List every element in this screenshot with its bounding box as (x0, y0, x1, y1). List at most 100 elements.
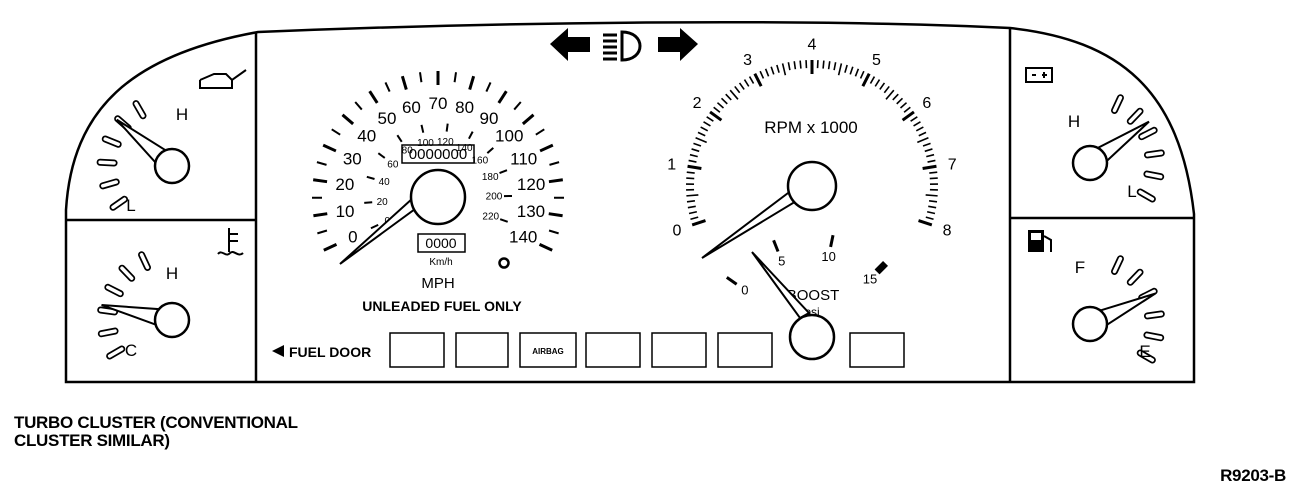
mph-minor-tick (513, 101, 522, 111)
rpm-minor-tick (844, 64, 848, 73)
rpm-minor-tick (748, 76, 755, 84)
battery-icon (1025, 67, 1053, 83)
rpm-tick-label: 8 (943, 222, 952, 239)
coolant-temperature-gauge (97, 251, 191, 360)
mph-minor-tick (453, 72, 457, 83)
fuel-gauge-hub (1071, 305, 1109, 343)
rpm-minor-tick (720, 97, 728, 105)
mph-tick-label: 30 (343, 149, 362, 168)
kmh-tick (445, 123, 449, 132)
volt-gauge-tick-inner (1128, 109, 1142, 124)
rpm-tick-label: 5 (872, 52, 881, 69)
tachometer-unit-label: RPM x 1000 (764, 118, 858, 137)
rpm-minor-tick (879, 82, 886, 90)
temp-gauge-low-label: C (125, 341, 137, 360)
temp-gauge-tick-inner (99, 329, 117, 336)
rpm-minor-tick (849, 66, 854, 75)
voltmeter-gauge (1071, 94, 1165, 203)
kmh-tick-label: 20 (377, 197, 389, 208)
kmh-tick (499, 218, 509, 223)
mph-tick-label: 110 (510, 149, 537, 168)
kmh-unit-label: Km/h (429, 257, 452, 268)
rpm-major-tick (709, 110, 723, 122)
rpm-minor-tick (738, 82, 745, 90)
mph-major-tick (548, 178, 564, 184)
caption-line-1: TURBO CLUSTER (CONVENTIONAL (14, 413, 298, 432)
rpm-minor-tick (885, 89, 895, 100)
rpm-minor-tick (926, 153, 935, 158)
tachometer-ticks (686, 60, 938, 227)
volt-gauge-hub (1071, 144, 1109, 182)
mph-major-tick (323, 242, 338, 252)
kmh-tick (364, 201, 373, 204)
kmh-tick-label: 60 (387, 159, 399, 170)
oil-gauge-high-label: H (176, 105, 188, 124)
mph-tick-label: 20 (335, 175, 354, 194)
rpm-minor-tick (899, 102, 908, 109)
kmh-tick-label: 100 (417, 138, 434, 149)
boost-tick-label: 5 (778, 253, 785, 268)
kmh-tick-label: 120 (437, 137, 454, 148)
rpm-minor-tick (770, 66, 775, 75)
rpm-minor-tick (896, 97, 904, 105)
rpm-minor-tick (833, 62, 837, 71)
fuel-gauge-empty-label: E (1139, 342, 1150, 361)
mph-tick-label: 50 (378, 109, 397, 128)
figure-id: R9203-B (1220, 466, 1286, 485)
warning-light-6 (717, 332, 773, 368)
kmh-tick (499, 169, 508, 175)
rpm-minor-tick (781, 63, 787, 76)
mph-tick-label: 120 (517, 175, 545, 194)
rpm-minor-tick (928, 205, 937, 209)
rpm-minor-tick (924, 148, 933, 153)
volt-gauge-low-label: L (1127, 182, 1136, 201)
mph-tick-label: 10 (336, 202, 355, 221)
rpm-minor-tick (713, 106, 721, 113)
kmh-tick-label: 220 (482, 211, 499, 222)
mph-minor-tick (317, 229, 328, 235)
cruise-indicator-dot (498, 257, 510, 269)
temp-gauge-tick-inner (139, 252, 150, 270)
temp-gauge-tick-inner (120, 266, 134, 281)
kmh-tick-label: 160 (472, 155, 489, 166)
odometer-readout: 0000000 (409, 146, 467, 163)
kmh-tick-label: 80 (402, 146, 414, 157)
mph-major-tick (521, 113, 535, 126)
rpm-minor-tick (883, 85, 890, 94)
rpm-minor-tick (686, 194, 699, 197)
rpm-minor-tick (686, 199, 696, 203)
right-turn-arrow-icon (658, 28, 698, 61)
mph-minor-tick (331, 128, 341, 136)
boost-tick (874, 260, 889, 275)
oil-gauge-tick-inner (111, 197, 127, 210)
boost-tick-label: 15 (863, 272, 877, 287)
fuel-gauge-full-label: F (1075, 258, 1085, 277)
rpm-major-tick (753, 73, 763, 87)
mph-major-tick (548, 212, 563, 218)
rpm-minor-tick (928, 199, 938, 203)
rpm-minor-tick (827, 61, 831, 70)
rpm-minor-tick (716, 102, 725, 109)
trip-meter-readout: 0000 (425, 235, 456, 251)
rpm-minor-tick (691, 148, 700, 153)
warning-light-5 (651, 332, 707, 368)
boost-tick (772, 239, 780, 253)
airbag-label: AIRBAG (532, 347, 564, 356)
mph-minor-tick (548, 229, 559, 235)
caption-line-2: CLUSTER SIMILAR) (14, 431, 170, 450)
mph-tick-label: 70 (429, 94, 448, 113)
warning-light-2 (455, 332, 509, 368)
fuel-gauge-tick-inner (1138, 351, 1155, 362)
rpm-tick-label: 0 (672, 222, 681, 239)
mph-minor-tick (384, 82, 391, 92)
rpm-minor-tick (688, 159, 697, 163)
speedometer-hub (409, 168, 467, 226)
rpm-minor-tick (706, 116, 714, 122)
rpm-major-tick (901, 110, 915, 122)
volt-gauge-tick-inner (1138, 190, 1155, 201)
rpm-tick-label: 3 (743, 52, 752, 69)
kmh-tick (370, 223, 379, 230)
rpm-tick-label: 4 (808, 37, 817, 54)
